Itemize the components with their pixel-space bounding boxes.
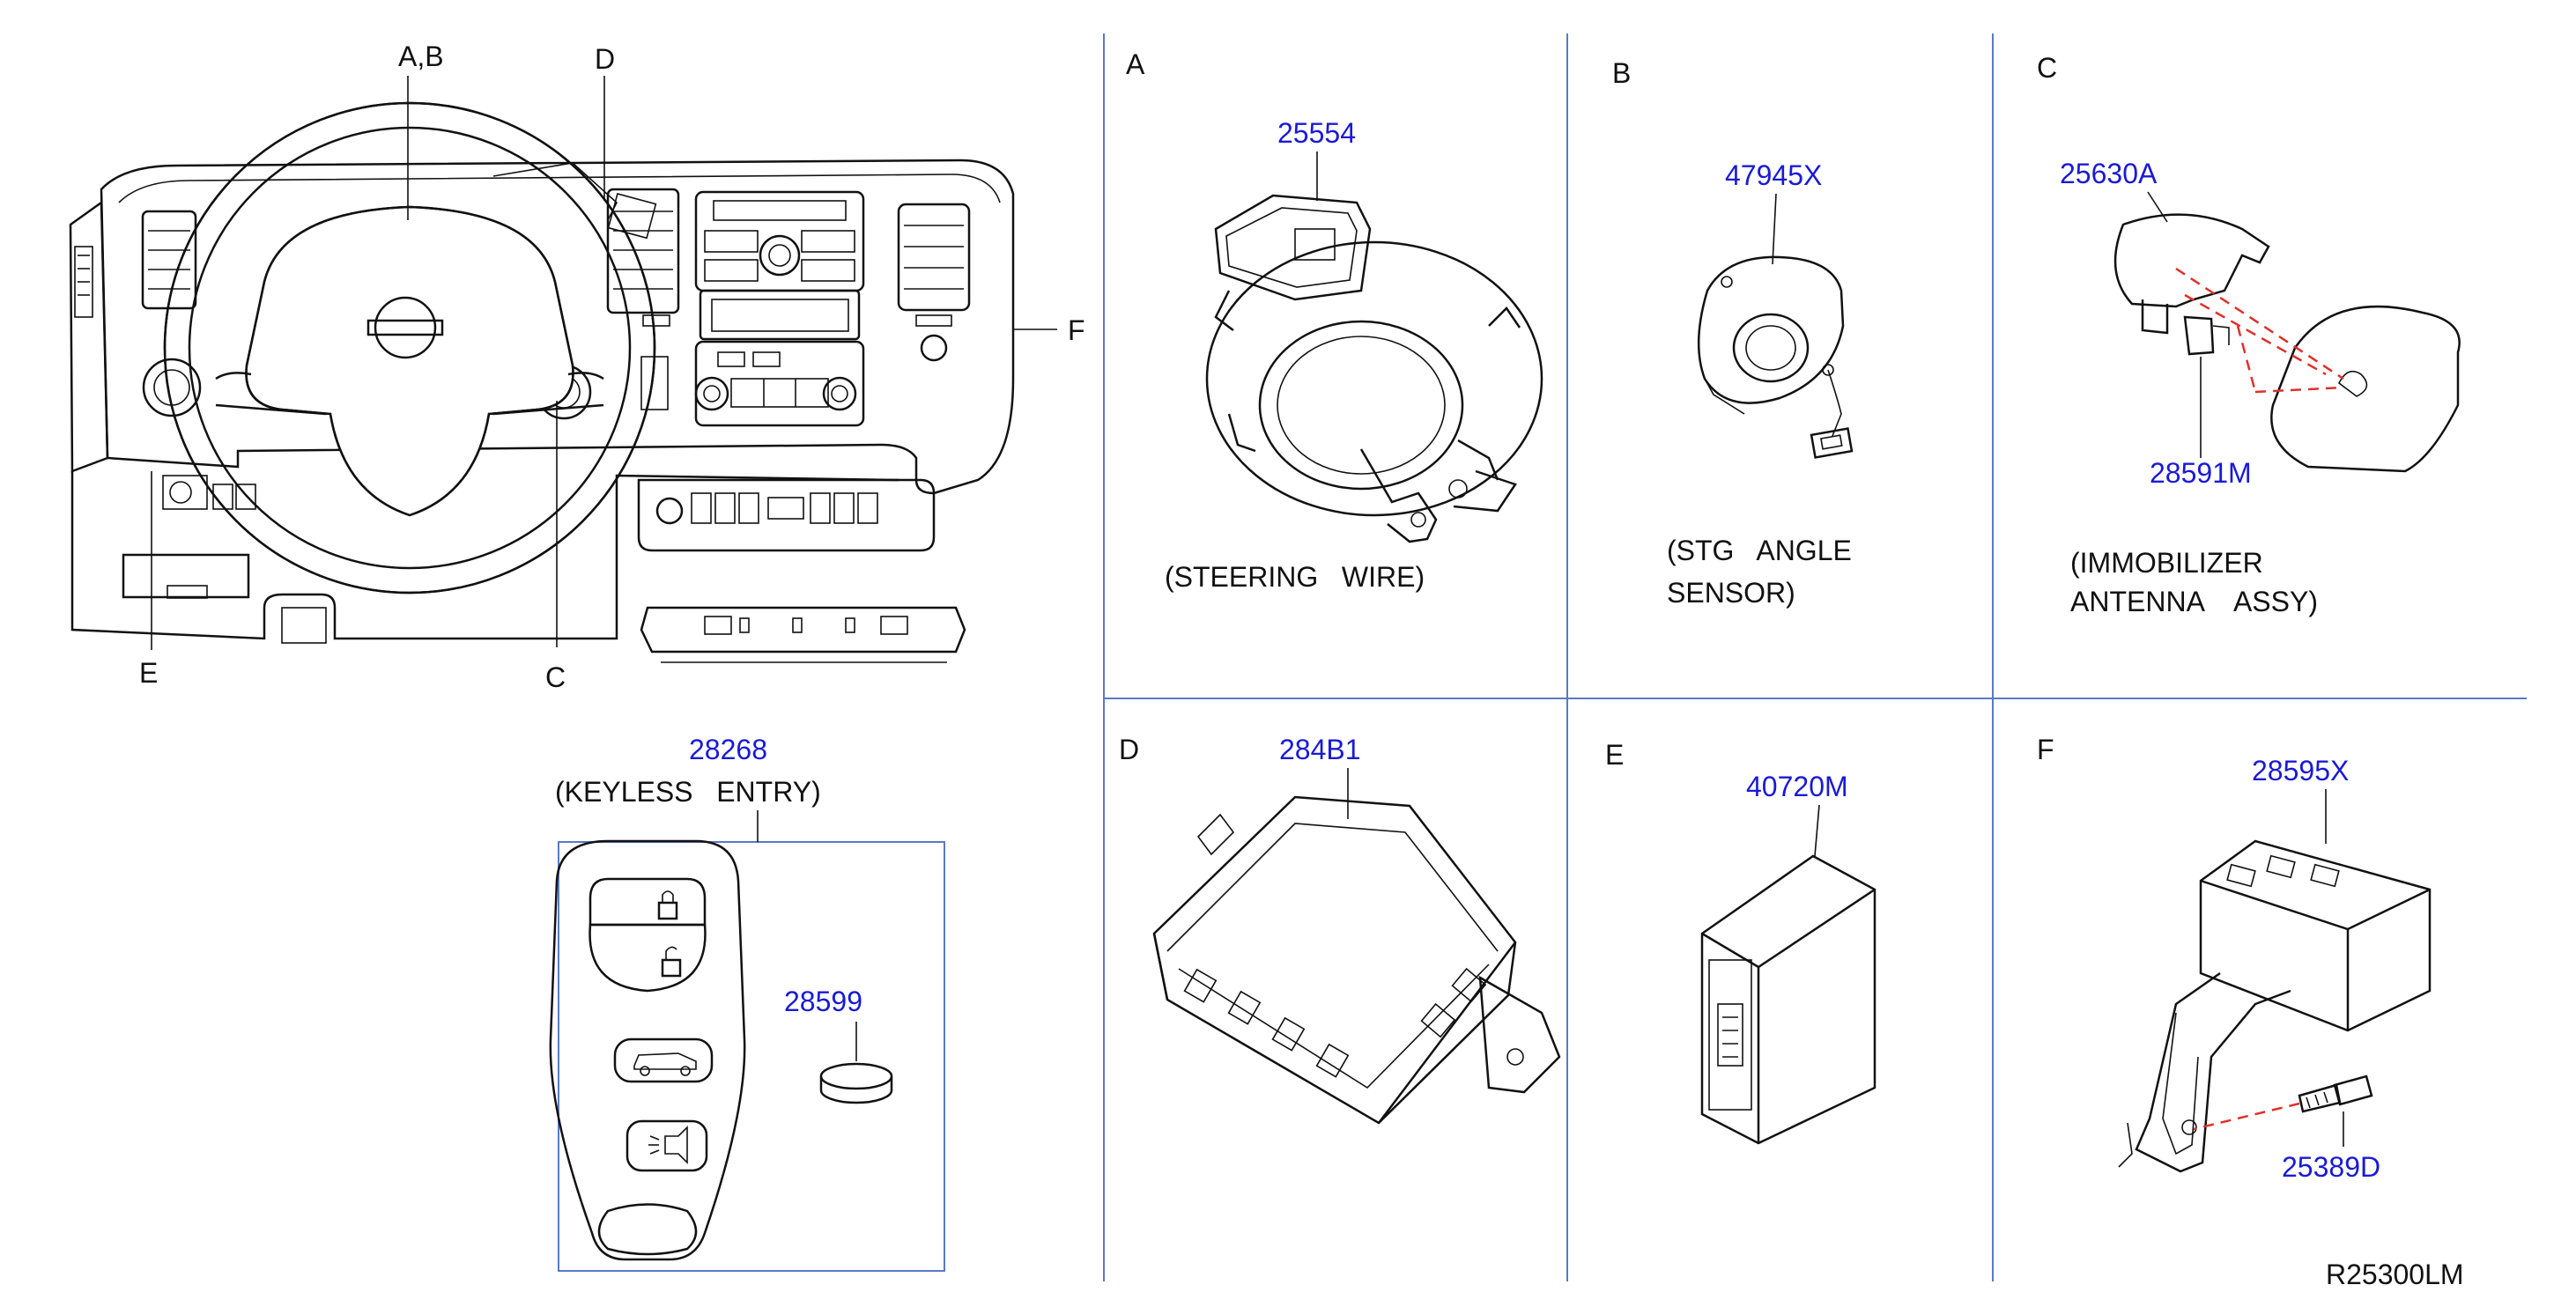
callout-ab: A,B: [398, 41, 444, 72]
coin-battery: [819, 1062, 893, 1104]
battery-part-no: 28599: [784, 986, 862, 1017]
panel-e-part-no: 40720M: [1746, 771, 1848, 802]
panel-b-caption-line2: SENSOR): [1667, 577, 1795, 609]
callout-c: C: [545, 661, 566, 693]
panel-f-part-no-2: 25389D: [2282, 1151, 2380, 1183]
panel-f-letter: F: [2037, 734, 2054, 765]
tpms-receiver-module: [1700, 854, 1876, 1145]
panel-b-part-no: 47945X: [1725, 159, 1822, 191]
panel-e-letter: E: [1605, 739, 1624, 771]
callout-d: D: [595, 43, 615, 75]
unlock-icon: [661, 946, 682, 978]
dashboard-illustration: [69, 101, 1015, 663]
liftgate-icon: [633, 1052, 697, 1076]
bolt: [2298, 1074, 2373, 1113]
callout-f: F: [1068, 314, 1085, 346]
bolt-hidden-line: [2193, 1102, 2300, 1131]
panel-c-part-no-2: 28591M: [2150, 457, 2252, 489]
panel-c-part-no: 25630A: [2060, 158, 2158, 189]
overview-leaders: [151, 76, 1057, 650]
panel-a-caption: (STEERING WIRE): [1165, 561, 1425, 593]
panel-c-letter: C: [2037, 52, 2057, 84]
callout-e: E: [139, 657, 158, 689]
panel-d-part-no: 284B1: [1279, 734, 1361, 765]
keyless-caption: (KEYLESS ENTRY): [555, 776, 821, 808]
steering-angle-sensor: [1697, 255, 1854, 459]
panel-c-caption-line1: (IMMOBILIZER: [2070, 547, 2263, 579]
control-unit-bracket: [2118, 839, 2432, 1173]
panic-alarm-icon: [648, 1126, 688, 1164]
immobilizer-antenna: [2113, 213, 2461, 473]
panel-grid: [558, 33, 2527, 1281]
panel-d-letter: D: [1119, 734, 1139, 765]
keyless-part-no: 28268: [689, 734, 767, 765]
body-control-module: [1152, 795, 1561, 1125]
diagram-code: R25300LM: [2326, 1259, 2464, 1290]
remote-fob: [549, 839, 746, 1261]
panel-c-caption-line2: ANTENNA ASSY): [2070, 586, 2318, 617]
steering-wire-clock-spring: [1205, 194, 1543, 543]
lock-icon: [657, 890, 678, 920]
panel-a-letter: A: [1126, 48, 1145, 80]
panel-a-part-no: 25554: [1277, 117, 1356, 149]
panel-b-caption-line1: (STG ANGLE: [1667, 535, 1852, 566]
panel-b-letter: B: [1612, 57, 1631, 89]
panel-f-part-no: 28595X: [2252, 755, 2349, 786]
